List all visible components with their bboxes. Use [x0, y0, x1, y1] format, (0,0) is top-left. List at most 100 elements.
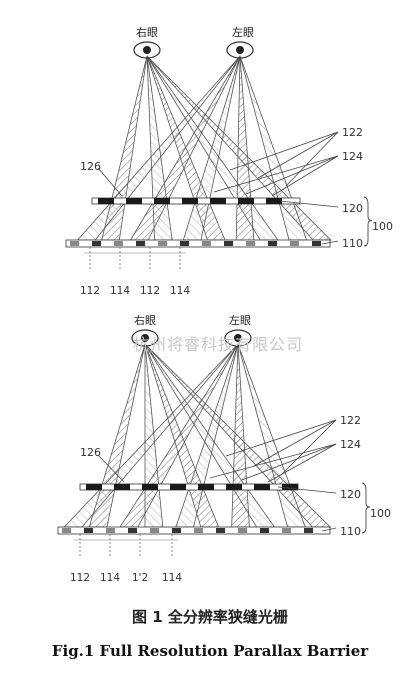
left-eye-icon: [226, 41, 254, 59]
label-120: 120: [342, 202, 363, 215]
leader-122-2: [253, 419, 337, 467]
display-pixel-8: [224, 241, 233, 246]
display-pixel-10: [268, 241, 277, 246]
display-pixel-5: [158, 241, 167, 246]
label-110: 110: [340, 525, 361, 538]
label-124: 124: [340, 438, 361, 451]
right-eye-pupil-icon: [141, 334, 149, 342]
barrier-block-5: [210, 198, 226, 204]
label-126: 126: [80, 160, 101, 173]
leader-124-3: [271, 155, 339, 197]
display-pixel-10: [260, 528, 269, 533]
leader-124-3: [267, 443, 337, 483]
light-beam-7: [144, 343, 276, 528]
leader-124-1: [209, 443, 337, 479]
barrier-block-1: [98, 198, 114, 204]
barrier-block-3: [142, 484, 158, 490]
diagram-top: 右眼 左眼 122 124 126 120 100 110 112 114 11…: [65, 25, 393, 297]
display-pixel-1: [62, 528, 71, 533]
label-122: 122: [340, 414, 361, 427]
display-pixel-11: [282, 528, 291, 533]
leader-120: [277, 486, 337, 494]
display-pixel-7: [194, 528, 203, 533]
eye-right-label: 右眼: [136, 25, 158, 39]
pixel-label-4: 114: [162, 572, 182, 584]
display-pixel-2: [84, 528, 93, 533]
left-eye-icon: [224, 329, 252, 347]
caption-english: Fig.1 Full Resolution Parallax Barrier: [51, 642, 369, 660]
pixel-label-4: 114: [170, 285, 190, 297]
leader-122-3: [285, 131, 339, 187]
display-pixel-4: [128, 528, 137, 533]
bracket-100: [361, 482, 371, 534]
caption-chinese: 图 1 全分辨率狭缝光栅: [132, 608, 288, 626]
leader-122-3: [281, 419, 337, 475]
label-100: 100: [370, 507, 391, 520]
eye-left-label: 左眼: [229, 314, 251, 327]
display-pixel-9: [246, 241, 255, 246]
leader-110: [321, 527, 337, 532]
pixel-label-3: 112: [140, 285, 160, 297]
bracket-100: [363, 196, 373, 247]
right-eye-icon: [133, 41, 161, 59]
barrier-block-7: [266, 198, 282, 204]
display-pixel-12: [312, 241, 321, 246]
barrier-block-7: [254, 484, 270, 490]
leader-124-2: [245, 155, 339, 195]
barrier-block-3: [154, 198, 170, 204]
leader-lines: [84, 131, 373, 270]
light-beams: [63, 343, 332, 528]
pixel-label-1: 112: [80, 285, 100, 297]
display-pixel-11: [290, 241, 299, 246]
display-pixel-5: [150, 528, 159, 533]
barrier-block-2: [126, 198, 142, 204]
pixel-label-3: 1'2: [132, 572, 148, 584]
display-pixel-9: [238, 528, 247, 533]
label-110: 110: [342, 237, 363, 250]
barrier-block-6: [226, 484, 242, 490]
eye-left-label: 左眼: [232, 26, 254, 39]
leader-122-1: [225, 419, 337, 457]
display-pixel-8: [216, 528, 225, 533]
light-beams: [76, 55, 332, 241]
display-pixel-3: [106, 528, 115, 533]
display-pixel-2: [92, 241, 101, 246]
display-pixel-7: [202, 241, 211, 246]
pixel-label-1: 112: [70, 572, 90, 584]
display-pixel-1: [70, 241, 79, 246]
label-100: 100: [372, 220, 393, 233]
leader-126: [97, 454, 125, 483]
eyes: [133, 41, 254, 59]
leader-122-1: [229, 131, 339, 171]
label-126: 126: [80, 446, 101, 459]
label-120: 120: [340, 488, 361, 501]
leader-122-2: [257, 131, 339, 179]
display-panel: [65, 239, 331, 248]
barrier-block-4: [182, 198, 198, 204]
layers: [57, 483, 331, 535]
barrier-block-8: [282, 484, 298, 490]
leader-124-2: [241, 443, 337, 481]
eye-right-label: 右眼: [134, 313, 156, 327]
right-eye-icon: [131, 329, 159, 347]
leader-lines: [74, 419, 371, 557]
display-pixel-12: [304, 528, 313, 533]
barrier-block-2: [114, 484, 130, 490]
leader-120: [279, 200, 339, 208]
label-124: 124: [342, 150, 363, 163]
pixel-label-2: 114: [100, 572, 120, 584]
eyes: [131, 329, 252, 347]
barrier-block-1: [86, 484, 102, 490]
left-eye-pupil-icon: [236, 46, 244, 54]
display-pixel-6: [180, 241, 189, 246]
right-eye-pupil-icon: [143, 46, 151, 54]
diagram-bottom: 右眼 左眼 122 124 126 120 100 110 112 114 1'…: [57, 313, 391, 584]
display-pixel-6: [172, 528, 181, 533]
barrier-block-4: [170, 484, 186, 490]
watermark-text: 杭州将睿科技有限公司: [132, 335, 303, 354]
display-pixel-4: [136, 241, 145, 246]
label-122: 122: [342, 126, 363, 139]
display-pixel-3: [114, 241, 123, 246]
